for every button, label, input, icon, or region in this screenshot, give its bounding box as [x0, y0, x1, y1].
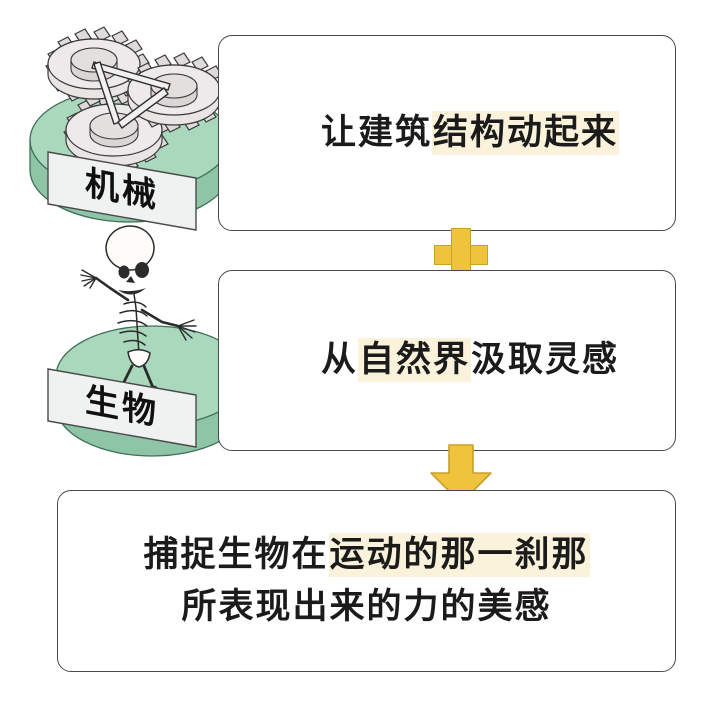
statement-card-biological-text: 从自然界汲取灵感 [219, 271, 675, 450]
banner-label-biological: 生物 [46, 357, 198, 449]
gear-linkage-rods [91, 61, 171, 129]
card-3-line-2: 所表现出来的力的美感 [143, 581, 589, 634]
card-1-seg-2-highlight: 结构动起来 [432, 110, 620, 155]
result-card-text: 捕捉生物在运动的那一刹那 所表现出来的力的美感 [58, 491, 675, 671]
statement-card-biological: 从自然界汲取灵感 [218, 270, 676, 451]
banner-shape-biological [47, 368, 197, 448]
arrow-down-icon-svg [430, 444, 492, 504]
arrow-down-icon [427, 443, 495, 505]
banner-label-mechanical: 机械 [46, 140, 198, 232]
card-3-line-1: 捕捉生物在运动的那一刹那 [143, 529, 590, 582]
card-2-seg-1: 从 [320, 340, 358, 381]
statement-card-mechanical: 让建筑结构动起来 [218, 35, 676, 231]
result-card: 捕捉生物在运动的那一刹那 所表现出来的力的美感 [57, 490, 676, 672]
card-3-seg-3: 所表现出来的力的美感 [181, 587, 552, 627]
card-3-seg-2-highlight: 运动的那一刹那 [328, 532, 590, 577]
banner-shape-mechanical [47, 151, 197, 231]
card-1-seg-1: 让建筑 [320, 112, 432, 153]
card-2-seg-3: 汲取灵感 [471, 340, 620, 381]
card-3-seg-1: 捕捉生物在 [143, 534, 329, 575]
card-2-line-1: 从自然界汲取灵感 [275, 334, 619, 387]
card-1-line-1: 让建筑结构动起来 [275, 107, 620, 160]
statement-card-mechanical-text: 让建筑结构动起来 [219, 36, 675, 230]
plus-icon [434, 228, 488, 282]
card-2-seg-2-highlight: 自然界 [357, 338, 471, 383]
